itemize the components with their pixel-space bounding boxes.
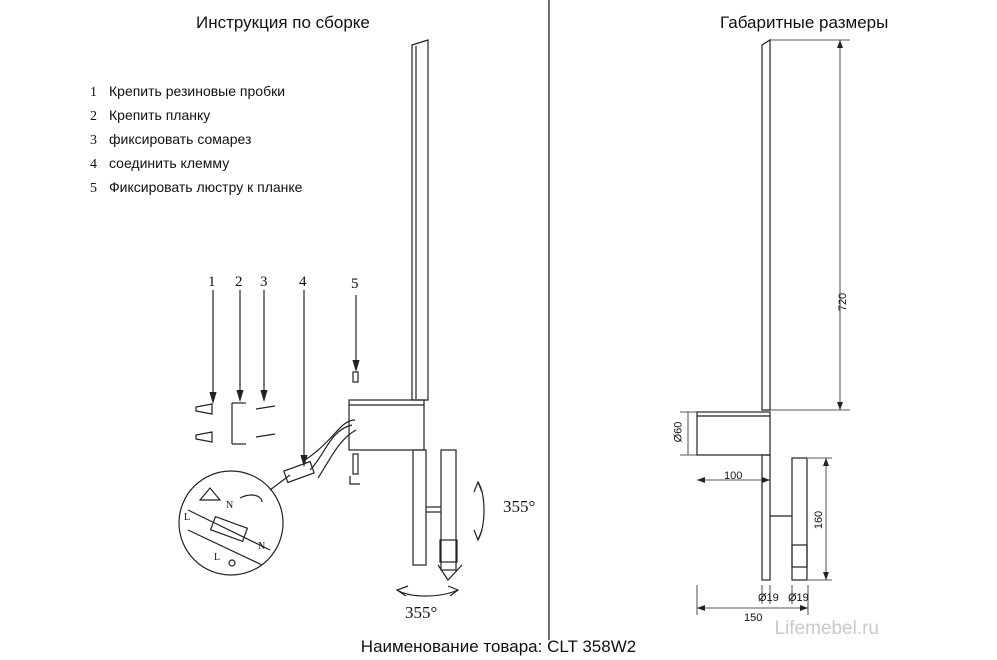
dim-label-height: 720	[837, 292, 850, 312]
wall-box	[348, 399, 425, 451]
assembly-heading: Инструкция по сборке	[196, 13, 370, 32]
assembly-steps-list: 1 Крепить резиновые пробки 2 Крепить планк…	[90, 82, 302, 202]
lower-bar-right	[440, 449, 457, 571]
dimensions-heading: Габаритные размеры	[720, 13, 889, 32]
list-item: 2 Крепить планку	[90, 106, 302, 130]
zoom-detail-circle	[178, 470, 284, 576]
dim-label-width: 150	[744, 612, 763, 624]
rotation-horizontal-label: 355°	[405, 603, 438, 622]
dim-upper-bar	[761, 38, 771, 411]
dim-label-depth: 100	[724, 470, 743, 482]
list-item: 4 соединить клемму	[90, 154, 302, 178]
callout-3: 3	[260, 274, 268, 290]
step-text: фиксировать сомарез	[109, 131, 252, 147]
callout-1: 1	[208, 274, 216, 290]
warning-icon	[198, 487, 222, 501]
dim-lower-bar-right	[791, 457, 808, 581]
dim-label-lower: 160	[813, 510, 826, 530]
wire-label-l: L	[214, 552, 221, 563]
screw-icon	[255, 405, 276, 438]
dim-label-diameter: Ø60	[672, 421, 685, 443]
list-item: 3 фиксировать сомарез	[90, 130, 302, 154]
product-name: Наименование товара: CLT 358W2	[360, 637, 637, 656]
wire-label-l: L	[184, 512, 191, 523]
callout-2: 2	[235, 274, 243, 290]
callout-5: 5	[351, 276, 359, 292]
dim-label-d1: Ø19	[758, 592, 779, 604]
list-item: 5 Фиксировать люстру к планке	[90, 178, 302, 202]
spot-head	[439, 539, 458, 563]
wall-plug-icon	[195, 403, 213, 443]
dim-wall-box	[696, 411, 771, 456]
lower-bar-left	[412, 449, 427, 566]
step-text: Крепить планку	[109, 107, 211, 123]
dim-lower-bar-left	[761, 454, 771, 581]
wire-label-n: N	[258, 541, 266, 552]
step-number: 3	[90, 133, 97, 148]
step-text: Фиксировать люстру к планке	[109, 179, 303, 195]
step-number: 4	[90, 157, 97, 172]
dim-label-d2: Ø19	[788, 592, 809, 604]
list-item: 1 Крепить резиновые пробки	[90, 82, 302, 106]
step-number: 2	[90, 109, 97, 124]
rotation-vertical-label: 355°	[503, 497, 536, 516]
step-number: 1	[90, 85, 97, 100]
callout-4: 4	[299, 274, 307, 290]
horizontal-rotation-arrow	[396, 589, 459, 597]
step-number: 5	[90, 181, 97, 196]
upper-light-bar	[411, 39, 429, 401]
watermark: Lifemebel.ru	[774, 618, 879, 639]
step-text: Крепить резиновые пробки	[109, 83, 286, 99]
wire-label-n: N	[226, 500, 234, 511]
step-text: соединить клемму	[109, 155, 230, 171]
terminal-block	[283, 460, 315, 484]
